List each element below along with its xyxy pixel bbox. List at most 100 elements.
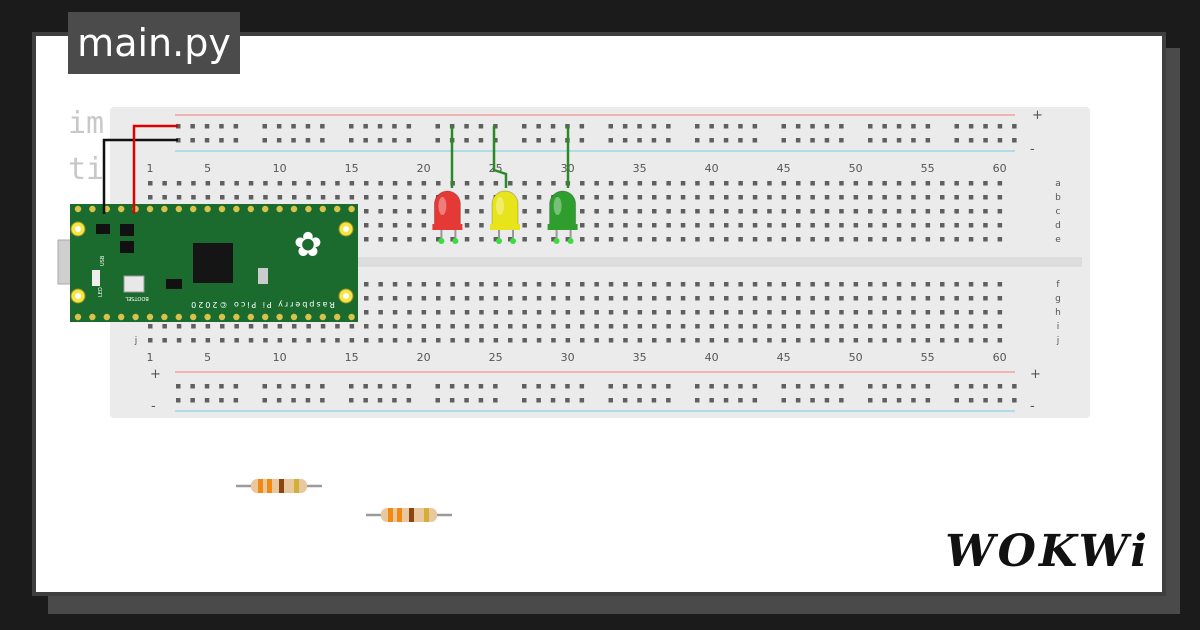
led-yellow[interactable]	[490, 126, 520, 244]
rail-hole	[911, 398, 916, 403]
breadboard-hole	[493, 237, 499, 242]
column-label: 45	[777, 162, 791, 175]
breadboard-hole	[522, 195, 527, 200]
breadboard-hole	[277, 181, 283, 186]
breadboard-hole	[364, 209, 369, 214]
rail-hole	[795, 124, 801, 129]
breadboard-hole	[320, 181, 326, 186]
pico-pin	[233, 205, 240, 213]
breadboard-hole	[248, 324, 254, 329]
breadboard-hole	[997, 237, 1003, 242]
breadboard-hole	[536, 195, 542, 200]
led-green[interactable]	[547, 126, 578, 244]
breadboard-hole	[983, 310, 988, 315]
breadboard-hole	[652, 324, 657, 329]
code-line-1: im	[68, 106, 105, 141]
rail-hole	[723, 138, 729, 143]
led-highlight	[553, 197, 562, 215]
rail-hole	[925, 124, 931, 129]
resistor-1[interactable]	[236, 479, 322, 493]
breadboard-hole	[940, 181, 945, 186]
breadboard-hole	[911, 324, 916, 329]
rail-hole	[565, 384, 570, 389]
led-label: LED	[98, 287, 104, 297]
rail-hole	[176, 124, 181, 129]
row-label: e	[1055, 235, 1061, 245]
row-label: b	[1055, 193, 1061, 203]
breadboard-hole	[551, 338, 556, 343]
breadboard-hole	[407, 195, 412, 200]
resistor-band	[424, 508, 429, 522]
breadboard-hole	[738, 181, 743, 186]
rail-hole	[1012, 124, 1017, 129]
breadboard-hole	[436, 338, 441, 343]
column-label: 10	[273, 351, 287, 364]
breadboard-hole	[652, 195, 657, 200]
breadboard-hole	[911, 181, 916, 186]
breadboard-hole	[925, 324, 931, 329]
rail-hole	[723, 384, 729, 389]
rail-hole	[464, 398, 469, 403]
rail-hole	[276, 384, 282, 389]
breadboard-hole	[752, 209, 758, 214]
rail-hole	[622, 138, 628, 143]
breadboard-hole	[623, 296, 628, 301]
breadboard-hole	[997, 195, 1003, 200]
rail-hole	[925, 398, 931, 403]
breadboard-hole	[479, 296, 484, 301]
breadboard-hole	[954, 282, 959, 287]
rail-hole	[839, 124, 844, 129]
breadboard-hole	[680, 223, 686, 228]
column-label: 60	[993, 162, 1007, 175]
breadboard-hole	[954, 195, 959, 200]
rail-hole	[305, 398, 311, 403]
breadboard-hole	[680, 324, 686, 329]
rail-hole	[550, 384, 556, 389]
led-red[interactable]	[432, 126, 463, 244]
led-base	[547, 224, 578, 230]
breadboard-hole	[724, 237, 729, 242]
breadboard-hole	[839, 282, 844, 287]
breadboard-hole	[839, 195, 844, 200]
breadboard-hole	[364, 310, 369, 315]
breadboard-hole	[911, 338, 916, 343]
rail-hole	[176, 384, 181, 389]
breadboard-hole	[565, 296, 571, 301]
rail-hole	[493, 138, 498, 143]
breadboard-hole	[940, 237, 945, 242]
breadboard-hole	[882, 195, 887, 200]
wire-black[interactable]	[102, 138, 178, 214]
breadboard-hole	[824, 338, 830, 343]
file-tab-main-py[interactable]: main.py	[68, 12, 240, 74]
breadboard-hole	[392, 324, 398, 329]
rail-hole	[651, 138, 657, 143]
raspberry-pi-pico[interactable]: ✿ Raspberry Pi Pico ©2020 BOOTSEL LED US…	[57, 204, 358, 322]
breadboard-hole	[335, 195, 340, 200]
rail-hole	[882, 138, 887, 143]
pico-pin	[175, 205, 182, 213]
column-label: 35	[633, 351, 647, 364]
rail-hole	[550, 398, 556, 403]
breadboard-hole	[205, 324, 211, 329]
breadboard-hole	[983, 282, 988, 287]
bootsel-button[interactable]	[123, 275, 145, 293]
rail-hole	[666, 124, 671, 129]
breadboard-hole	[191, 181, 196, 186]
usb-label: USB	[100, 255, 106, 266]
breadboard-hole	[868, 195, 873, 200]
rail-hole	[1012, 384, 1017, 389]
wire-red[interactable]	[132, 124, 178, 214]
breadboard-hole	[983, 195, 988, 200]
resistor-2[interactable]	[366, 508, 452, 522]
rail-hole	[204, 398, 210, 403]
breadboard-hole	[954, 181, 959, 186]
breadboard-hole	[551, 310, 556, 315]
rail-hole	[262, 384, 267, 389]
rail-hole	[522, 384, 527, 389]
rail-hole	[608, 384, 613, 389]
rail-hole	[695, 124, 700, 129]
rail-hole	[363, 398, 368, 403]
breadboard-hole	[623, 181, 628, 186]
breadboard-hole	[853, 296, 859, 301]
led-indicator	[92, 270, 100, 286]
